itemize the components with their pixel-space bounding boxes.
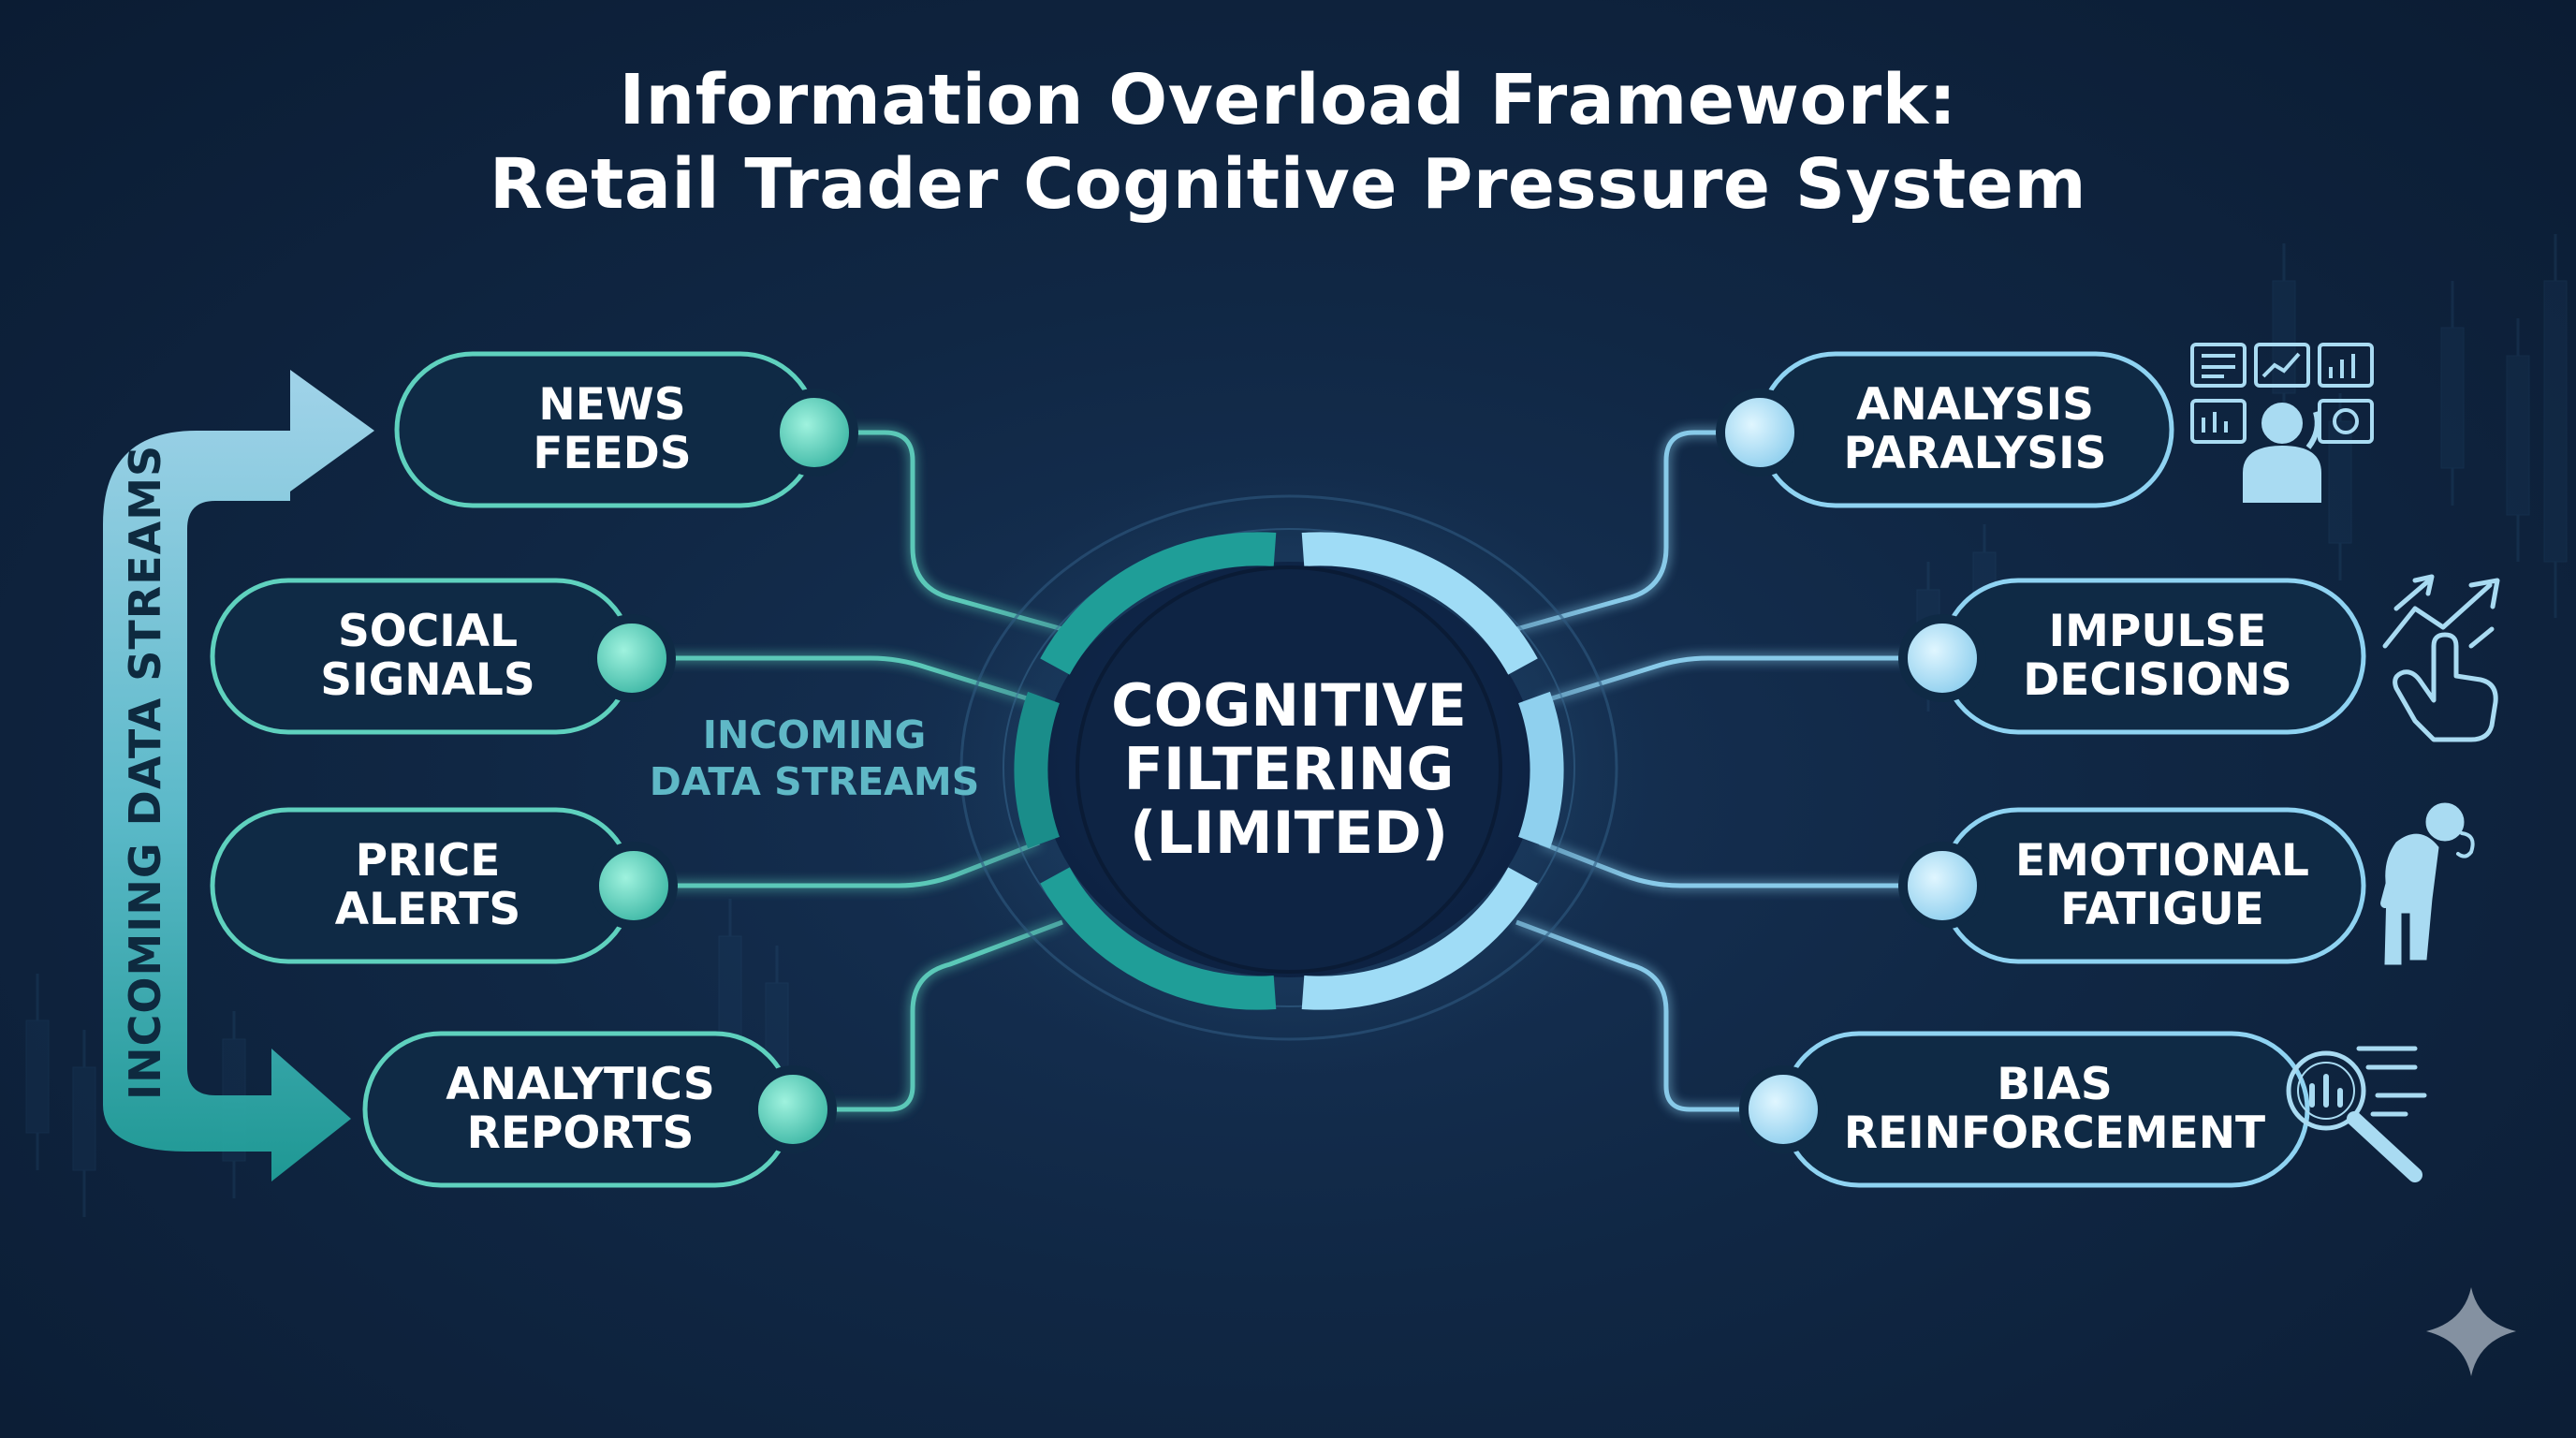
label-bias-reinforcement: BIAS REINFORCEMENT xyxy=(1816,1034,2293,1185)
hub-ring-segment xyxy=(1040,867,1277,1010)
incoming-data-streams-label: INCOMING DATA STREAMS xyxy=(618,712,1011,805)
label-social-signals: SOCIAL SIGNALS xyxy=(231,580,624,732)
connector-bias-reinforcement xyxy=(1515,919,1783,1112)
label-line: SOCIAL xyxy=(337,606,519,657)
label-line: FATIGUE xyxy=(2060,884,2264,935)
label-price-alerts: PRICE ALERTS xyxy=(231,810,624,961)
connector-analysis-paralysis xyxy=(1515,430,1760,632)
mid-label-line-1: INCOMING xyxy=(702,712,927,757)
page-title: Information Overload Framework: Retail T… xyxy=(0,58,2576,227)
input-nodes xyxy=(210,351,819,1188)
label-line: ANALYSIS xyxy=(1856,379,2094,431)
center-line-1: COGNITIVE xyxy=(1111,671,1467,740)
output-dots xyxy=(1716,389,1986,1153)
label-line: EMOTIONAL xyxy=(2015,835,2309,887)
title-line-2: Retail Trader Cognitive Pressure System xyxy=(489,144,2087,225)
dot-impulse-decisions xyxy=(1898,614,1986,702)
dot-social-signals xyxy=(588,614,676,702)
tired-person-icon xyxy=(2380,802,2475,965)
connector-impulse-decisions xyxy=(1539,655,1942,705)
hub-ring-segment xyxy=(1301,532,1538,675)
dot-news-feeds xyxy=(770,389,858,477)
label-analysis-paralysis: ANALYSIS PARALYSIS xyxy=(1788,354,2162,506)
label-line: ANALYTICS xyxy=(446,1059,715,1110)
title-line-1: Information Overload Framework: xyxy=(619,60,1957,140)
label-line: IMPULSE xyxy=(2048,606,2267,657)
curved-double-arrow-icon xyxy=(103,370,374,1181)
input-dots xyxy=(588,389,858,1153)
hub-ring-segment xyxy=(1040,532,1277,675)
connector-news-feeds xyxy=(814,430,1063,632)
label-line: ALERTS xyxy=(334,884,521,935)
label-line: SIGNALS xyxy=(320,654,535,706)
center-line-3: (LIMITED) xyxy=(1129,799,1449,867)
label-line: PARALYSIS xyxy=(1843,428,2107,479)
cognitive-filter-hub xyxy=(910,454,1668,1081)
label-line: PRICE xyxy=(355,835,501,887)
dot-emotional-fatigue xyxy=(1898,842,1986,930)
output-nodes xyxy=(1757,351,2366,1188)
label-line: REINFORCEMENT xyxy=(1843,1108,2266,1159)
label-impulse-decisions: IMPULSE DECISIONS xyxy=(1970,580,2345,732)
label-line: DECISIONS xyxy=(2023,654,2292,706)
label-emotional-fatigue: EMOTIONAL FATIGUE xyxy=(1970,810,2354,961)
connector-analytics-reports xyxy=(793,919,1063,1112)
dot-price-alerts xyxy=(590,842,678,930)
hub-ring-segment xyxy=(1014,691,1061,849)
dot-analytics-reports xyxy=(749,1065,837,1153)
center-line-2: FILTERING xyxy=(1123,735,1455,803)
hand-pointing-arrows-icon xyxy=(2382,574,2500,742)
connector-social-signals xyxy=(632,655,1040,705)
label-line: REPORTS xyxy=(466,1108,695,1159)
dot-analysis-paralysis xyxy=(1716,389,1804,477)
person-with-charts-icon xyxy=(2190,343,2374,503)
hub-ring-segment xyxy=(1301,867,1538,1010)
magnifier-chart-icon xyxy=(2286,1046,2427,1182)
sparkle-star-icon xyxy=(2426,1287,2516,1376)
center-label: COGNITIVE FILTERING (LIMITED) xyxy=(1102,657,1476,882)
mid-label-line-2: DATA STREAMS xyxy=(649,759,980,804)
output-connectors xyxy=(1515,430,1942,1112)
input-connectors xyxy=(632,430,1063,1112)
label-line: FEEDS xyxy=(533,428,692,479)
hub-ring-segment xyxy=(1517,691,1564,849)
label-line: BIAS xyxy=(1997,1059,2113,1110)
label-line: NEWS xyxy=(538,379,686,431)
label-news-feeds: NEWS FEEDS xyxy=(416,354,809,506)
dot-bias-reinforcement xyxy=(1739,1065,1827,1153)
side-arrow-label: INCOMING DATA STREAMS xyxy=(120,444,170,1100)
label-analytics-reports: ANALYTICS REPORTS xyxy=(384,1034,777,1185)
